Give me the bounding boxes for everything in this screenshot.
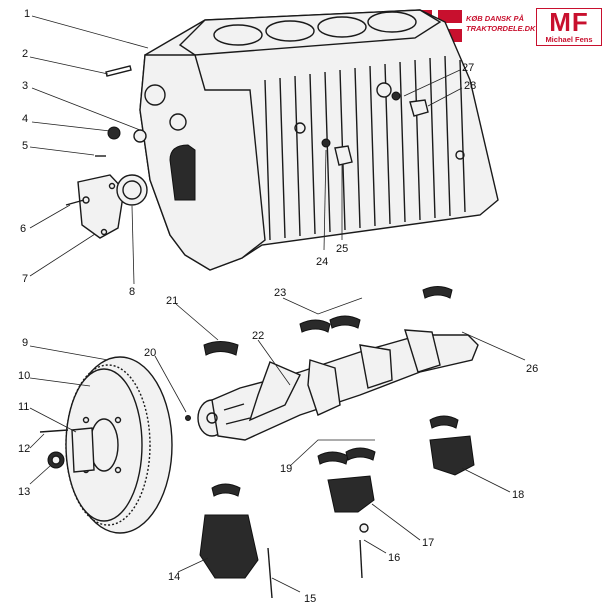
part-label: 14 xyxy=(168,571,180,583)
part-label: 9 xyxy=(22,337,28,349)
bearing-caps xyxy=(199,435,475,599)
part-label: 11 xyxy=(18,401,29,413)
part-label: 24 xyxy=(316,256,328,268)
part-label: 27 xyxy=(462,62,474,74)
part-label: 5 xyxy=(22,140,28,152)
part-label: 1 xyxy=(24,8,30,20)
part-label: 12 xyxy=(18,443,30,455)
engine-block xyxy=(139,9,499,271)
part-label: 16 xyxy=(388,552,400,564)
part-label: 17 xyxy=(422,537,434,549)
part-label: 8 xyxy=(129,286,135,298)
part-label: 22 xyxy=(252,330,264,342)
part-label: 4 xyxy=(22,113,28,125)
crankshaft xyxy=(197,329,479,441)
block-fittings xyxy=(321,82,429,166)
part-label: 20 xyxy=(144,347,156,359)
part-label: 28 xyxy=(464,80,476,92)
part-number-labels: 1 2 3 4 5 6 7 8 9 10 11 12 13 14 15 16 1… xyxy=(18,8,538,605)
flywheel xyxy=(39,356,191,534)
part-label: 3 xyxy=(22,80,28,92)
small-parts-upper xyxy=(65,65,148,239)
part-label: 26 xyxy=(526,363,538,375)
part-label: 25 xyxy=(336,243,348,255)
michael-fens-logo[interactable]: MF Michael Fens xyxy=(536,7,602,46)
leader-lines xyxy=(29,15,526,593)
bearing-shells xyxy=(203,286,459,497)
part-label: 15 xyxy=(304,593,316,605)
part-label: 6 xyxy=(20,223,26,235)
part-label: 2 xyxy=(22,48,28,60)
part-label: 19 xyxy=(280,463,292,475)
traktordele-logo-text: KØB DANSK PÅ TRAKTORDELE.DK xyxy=(466,14,536,33)
part-label: 13 xyxy=(18,486,30,498)
part-label: 21 xyxy=(166,295,178,307)
part-label: 23 xyxy=(274,287,286,299)
part-label: 10 xyxy=(18,370,30,382)
part-label: 7 xyxy=(22,273,28,285)
part-label: 18 xyxy=(512,489,524,501)
